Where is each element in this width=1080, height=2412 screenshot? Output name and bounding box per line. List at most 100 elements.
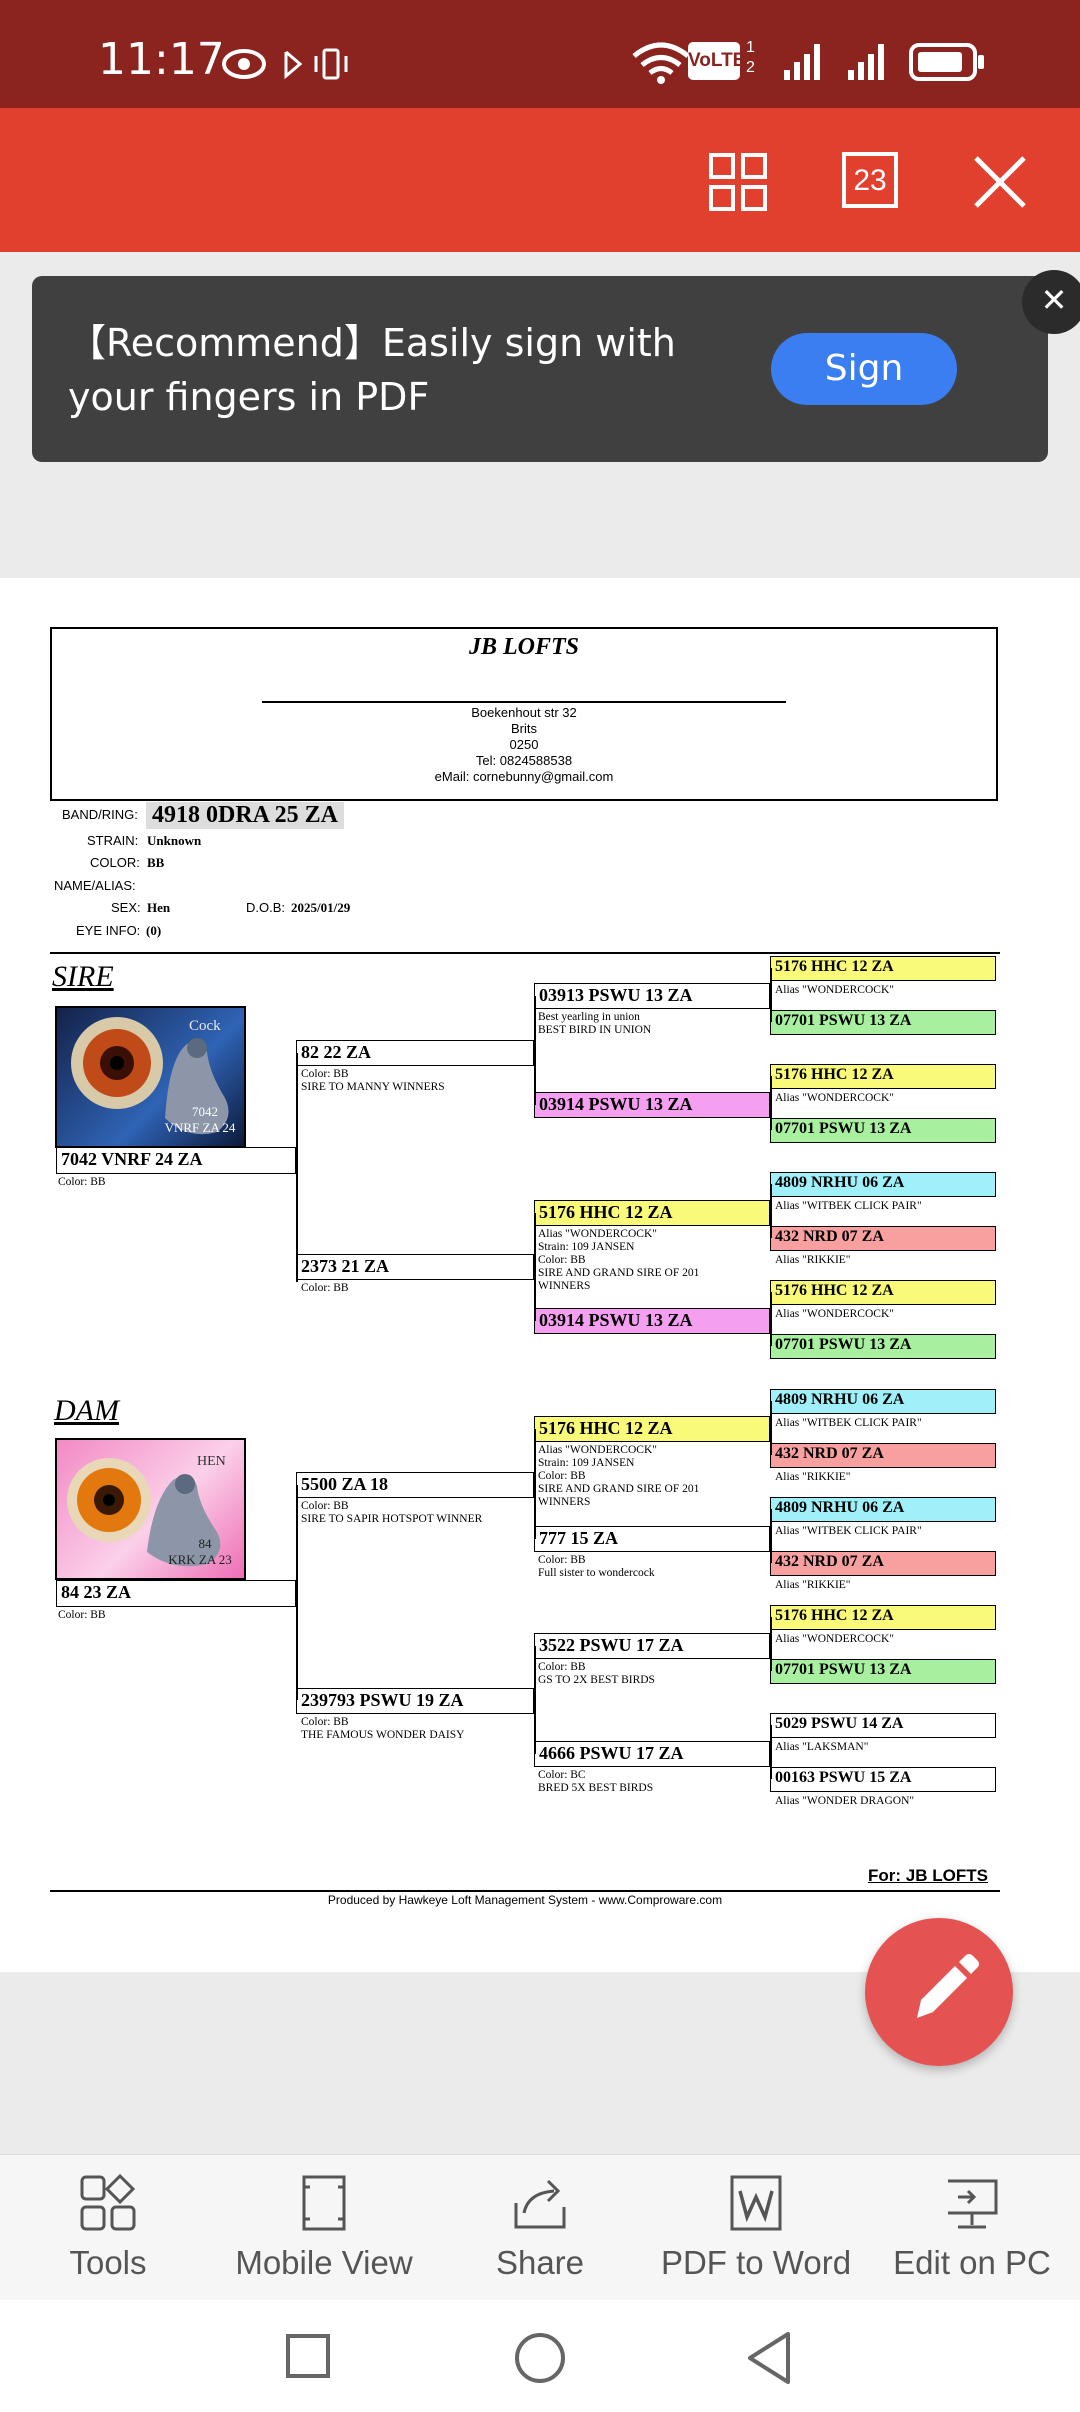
band-value: 4918 0DRA 25 ZA [146, 802, 344, 829]
tools-button[interactable]: Tools [0, 2173, 216, 2282]
share-button[interactable]: Share [432, 2173, 648, 2282]
g4-note: Alias "WITBEK CLICK PAIR" [775, 1200, 922, 1213]
recent-apps-icon[interactable] [284, 2332, 334, 2382]
g4-band: 5176 HHC 12 ZA [770, 1064, 996, 1089]
g4-band: 4809 NRHU 06 ZA [770, 1172, 996, 1197]
edit-fab[interactable] [865, 1918, 1013, 2066]
recommend-banner: 【Recommend】Easily sign with your fingers… [32, 276, 1048, 462]
sire-heading: SIRE [52, 960, 114, 994]
band-label: BAND/RING: [62, 807, 138, 822]
note-line: Color: BB [538, 1254, 699, 1267]
address-line: eMail: cornebunny@gmail.com [52, 769, 996, 785]
pdf-toolbar: 23 [0, 108, 1080, 252]
g4-band: 5029 PSWU 14 ZA [770, 1713, 996, 1738]
note-line: Color: BB [538, 1661, 655, 1674]
system-nav-bar [0, 2300, 1080, 2412]
g4-band: 07701 PSWU 13 ZA [770, 1659, 996, 1684]
note-line: Best yearling in union [538, 1011, 651, 1024]
loft-address: Boekenhout str 32 Brits 0250 Tel: 082458… [52, 705, 996, 785]
g4-band: 07701 PSWU 13 ZA [770, 1334, 996, 1359]
banner-text: 【Recommend】Easily sign with your fingers… [68, 316, 718, 424]
g3-band: 5176 HHC 12 ZA [534, 1200, 770, 1226]
note-line: Color: BC [538, 1769, 653, 1782]
sex-label: SEX: [111, 900, 141, 915]
note-line: BRED 5X BEST BIRDS [538, 1782, 653, 1795]
produced-by: Produced by Hawkeye Loft Management Syst… [50, 1893, 1000, 1907]
note-line: BEST BIRD IN UNION [538, 1024, 651, 1037]
address-line: Tel: 0824588538 [52, 753, 996, 769]
g3-band: 03914 PSWU 13 ZA [534, 1092, 770, 1118]
g4-band: 432 NRD 07 ZA [770, 1443, 996, 1468]
g2-band: 239793 PSWU 19 ZA [296, 1688, 534, 1714]
dob-value: 2025/01/29 [291, 900, 350, 916]
strain-value: Unknown [147, 833, 201, 849]
g4-note: Alias "RIKKIE" [775, 1471, 851, 1484]
sign-button[interactable]: Sign [771, 333, 957, 405]
note-line: SIRE TO MANNY WINNERS [301, 1081, 445, 1094]
signal-icon [780, 40, 900, 84]
loft-name: JB LOFTS [52, 634, 996, 661]
g4-note: Alias "WONDERCOCK" [775, 1633, 894, 1646]
dam-band: 84 23 ZA [56, 1580, 296, 1607]
note-line: Full sister to wondercock [538, 1567, 655, 1580]
address-line: Boekenhout str 32 [52, 705, 996, 721]
page-count-button[interactable]: 23 [842, 152, 898, 208]
g4-band: 07701 PSWU 13 ZA [770, 1118, 996, 1143]
edit-on-pc-button[interactable]: Edit on PC [864, 2173, 1080, 2282]
mobile-view-button[interactable]: Mobile View [216, 2173, 432, 2282]
connector-line [770, 1076, 772, 1130]
note-line: Color: BB [301, 1716, 464, 1729]
note-line: Color: BB [301, 1068, 445, 1081]
sire-photo-caption: 7042 [175, 1104, 235, 1120]
note-line: Color: BB [538, 1470, 699, 1483]
g4-note: Alias "RIKKIE" [775, 1254, 851, 1267]
back-icon[interactable] [742, 2330, 798, 2386]
note-line: Strain: 109 JANSEN [538, 1241, 699, 1254]
g4-note: Alias "WONDER DRAGON" [775, 1795, 914, 1808]
strain-label: STRAIN: [87, 833, 138, 848]
home-icon[interactable] [512, 2330, 568, 2386]
name-label: NAME/ALIAS: [54, 878, 136, 893]
g2-notes: Color: BB [301, 1282, 349, 1295]
g4-band: 5176 HHC 12 ZA [770, 1605, 996, 1630]
sire-photo-tag: Cock [189, 1018, 221, 1035]
g3-band: 5176 HHC 12 ZA [534, 1416, 770, 1442]
note-line: Strain: 109 JANSEN [538, 1457, 699, 1470]
g3-band: 4666 PSWU 17 ZA [534, 1741, 770, 1767]
grid-icon[interactable] [708, 152, 768, 212]
banner-close-icon[interactable]: ✕ [1022, 270, 1080, 334]
note-line: SIRE TO SAPIR HOTSPOT WINNER [301, 1513, 482, 1526]
share-label: Share [432, 2244, 648, 2282]
edit-on-pc-icon [942, 2173, 1002, 2233]
section-divider [50, 952, 1000, 954]
pdf-to-word-button[interactable]: PDF to Word [648, 2173, 864, 2282]
volte-badge: VoLTE [688, 42, 740, 80]
connector-line [296, 1053, 298, 1282]
sire-band: 7042 VNRF 24 ZA [56, 1147, 296, 1174]
g4-band: 432 NRD 07 ZA [770, 1226, 996, 1251]
g3-band: 03913 PSWU 13 ZA [534, 983, 770, 1009]
loft-header-box: JB LOFTS Boekenhout str 32 Brits 0250 Te… [50, 627, 998, 801]
g4-note: Alias "LAKSMAN" [775, 1741, 868, 1754]
connector-line [534, 1646, 536, 1754]
eye-value: (0) [146, 923, 161, 939]
mobile-view-label: Mobile View [216, 2244, 432, 2282]
g2-notes: Color: BBTHE FAMOUS WONDER DAISY [301, 1716, 464, 1742]
note-line: Alias "WONDERCOCK" [538, 1444, 699, 1457]
sire-photo: Cock 7042 VNRF ZA 24 [55, 1006, 246, 1148]
status-left-icons [222, 44, 362, 84]
note-line: Alias "WONDERCOCK" [538, 1228, 699, 1241]
footer-for: For: JB LOFTS [868, 1866, 988, 1886]
g3-notes: Color: BBGS TO 2X BEST BIRDS [538, 1661, 655, 1687]
close-icon[interactable] [970, 152, 1030, 212]
connector-line [770, 968, 772, 1022]
g3-band: 3522 PSWU 17 ZA [534, 1633, 770, 1659]
color-value: BB [147, 855, 164, 871]
note-line: Color: BB [301, 1282, 349, 1295]
wifi-icon [628, 40, 694, 84]
share-icon [510, 2173, 570, 2233]
